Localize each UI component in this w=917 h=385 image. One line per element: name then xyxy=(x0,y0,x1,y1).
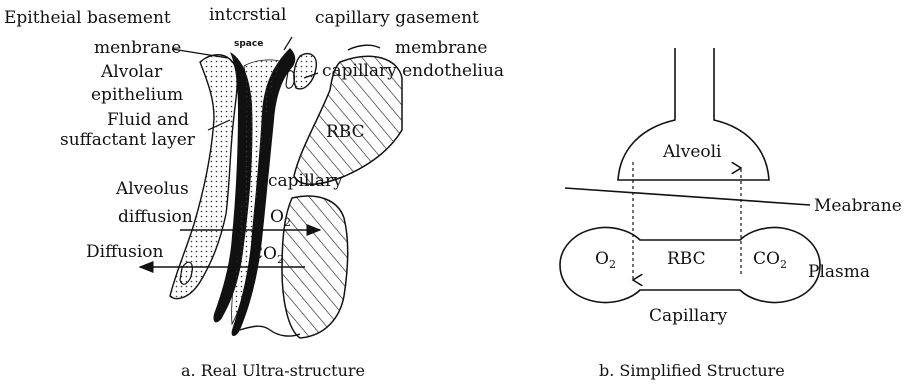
label-plasma: Plasma xyxy=(808,262,870,282)
caption-b: b. Simplified Structure xyxy=(599,361,785,380)
membrane-line xyxy=(565,188,810,205)
label-co2: CO2 xyxy=(250,244,284,266)
label-diffusion-o2: diffusion xyxy=(118,207,193,227)
label-diffusion-co2: Diffusion xyxy=(86,242,163,262)
label-membrane-left: menbrane xyxy=(94,38,181,58)
label-o2-b: O2 xyxy=(595,249,616,271)
label-membrane-b: Meabrane xyxy=(814,196,902,216)
label-membrane-right: membrane xyxy=(395,38,487,58)
label-rbc-b: RBC xyxy=(667,249,706,269)
endothelium-cell xyxy=(294,54,316,89)
label-epithelial-basement: Epitheial basement xyxy=(4,8,171,28)
label-capillary-basement: capillary gasement xyxy=(315,8,479,28)
caption-a: a. Real Ultra-structure xyxy=(181,361,365,380)
label-rbc: RBC xyxy=(326,122,365,142)
label-space: space xyxy=(234,39,263,49)
label-alveoli: Alveoli xyxy=(662,142,722,162)
label-interstitial: intcrstial xyxy=(209,5,286,25)
label-capillary-b: Capillary xyxy=(649,306,728,326)
label-fluid: Fluid and xyxy=(107,110,189,130)
label-endothelium: capillary endotheliua xyxy=(322,61,504,81)
label-co2-b: CO2 xyxy=(753,249,787,271)
label-epithelium: epithelium xyxy=(91,85,183,105)
label-capillary: capillary xyxy=(268,171,343,191)
label-alveolar: Alvolar xyxy=(100,62,163,82)
label-alveolus: Alveolus xyxy=(115,179,189,199)
label-surfactant: suffactant layer xyxy=(60,130,196,150)
